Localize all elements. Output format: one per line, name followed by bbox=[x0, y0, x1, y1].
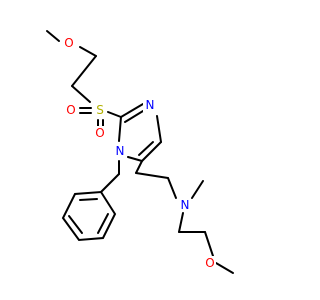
bond bbox=[135, 160, 143, 174]
amine-nitrogen: N bbox=[181, 198, 190, 212]
label-background bbox=[94, 126, 106, 140]
bond bbox=[204, 231, 214, 257]
imidazole-n1: N bbox=[116, 144, 125, 158]
bond bbox=[120, 103, 144, 118]
bond bbox=[215, 262, 234, 274]
bond bbox=[156, 115, 162, 143]
imidazole-n3: N bbox=[146, 98, 155, 112]
bond bbox=[118, 116, 122, 142]
bond bbox=[79, 46, 97, 57]
sulfonyl-oxygen-bottom: O bbox=[95, 126, 104, 140]
molecule-structure: O S O O N N N O bbox=[46, 30, 234, 274]
ether-oxygen-top: O bbox=[64, 36, 73, 50]
label-background bbox=[143, 98, 156, 112]
bond bbox=[124, 110, 144, 123]
label-background bbox=[94, 103, 105, 117]
ether-oxygen-bottom: O bbox=[205, 256, 214, 270]
bond-lines bbox=[46, 30, 234, 274]
label-background bbox=[113, 144, 126, 158]
bond bbox=[141, 141, 162, 162]
sulfonyl-sulfur: S bbox=[96, 103, 104, 117]
bond bbox=[167, 177, 177, 199]
bond bbox=[46, 30, 60, 42]
bond bbox=[107, 111, 122, 118]
benzene-ring bbox=[61, 190, 117, 242]
bond bbox=[79, 198, 98, 201]
bond bbox=[135, 172, 169, 179]
label-background bbox=[204, 256, 216, 270]
label-background bbox=[65, 103, 77, 117]
bond bbox=[100, 173, 120, 193]
label-background bbox=[63, 36, 75, 50]
bond bbox=[68, 215, 83, 234]
bond bbox=[178, 212, 184, 233]
bond bbox=[71, 85, 91, 103]
bond bbox=[191, 180, 204, 199]
bond bbox=[138, 141, 154, 156]
bond bbox=[71, 55, 97, 87]
bond bbox=[97, 213, 109, 234]
bond bbox=[127, 156, 143, 162]
sulfonyl-oxygen-left: O bbox=[66, 103, 75, 117]
label-background bbox=[178, 198, 191, 212]
atom-labels: O S O O N N N O bbox=[63, 36, 216, 270]
